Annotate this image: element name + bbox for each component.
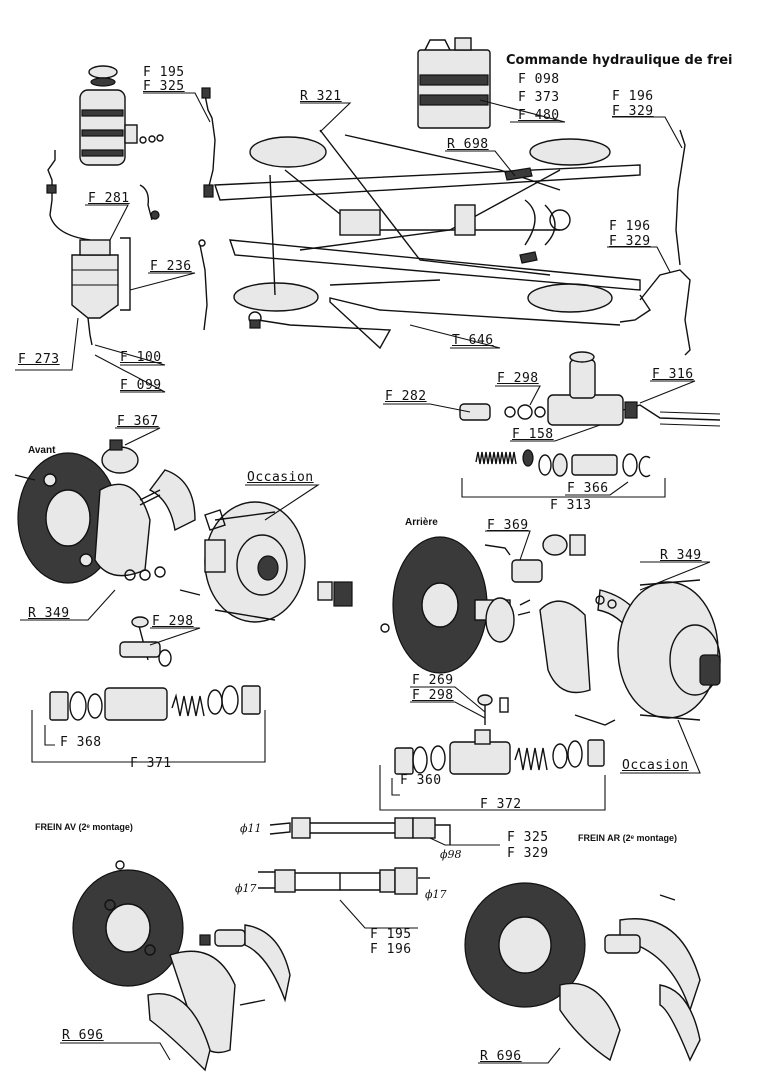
section-label-arriere: Arrière (405, 517, 438, 528)
section-label-frein-ar: FREIN AR (2ᵉ montage) (578, 833, 678, 843)
part-label-f282: F 282 (385, 389, 427, 404)
dimension-label-phi17-right: ϕ17 (425, 888, 447, 901)
part-label-f281: F 281 (88, 191, 130, 206)
part-label-f158: F 158 (512, 427, 554, 442)
part-label-f371: F 371 (130, 756, 172, 771)
master-cylinder-kit-drawing (461, 449, 666, 498)
part-label-f195-b: F 195 (370, 927, 412, 942)
chassis-frame-drawing (214, 129, 641, 313)
part-label-f329-b: F 329 (609, 234, 651, 249)
brake-hoses-drawing (258, 817, 451, 895)
leader-lines (15, 92, 711, 1064)
brake-fluid-reservoir-drawing (46, 65, 164, 241)
part-label-r696-rear: R 696 (480, 1049, 522, 1064)
part-label-f196: F 196 (612, 89, 654, 104)
part-label-f367: F 367 (117, 414, 159, 429)
part-label-r349-rear: R 349 (660, 548, 702, 563)
part-label-r349-front: R 349 (28, 606, 70, 621)
part-label-f099: F 099 (120, 378, 162, 393)
rear-wheel-cylinder-drawing (379, 694, 606, 811)
part-label-f325-b: F 325 (507, 830, 549, 845)
part-label-f298-c: F 298 (412, 688, 454, 703)
part-label-f329: F 329 (612, 104, 654, 119)
part-label-f298: F 298 (497, 371, 539, 386)
part-label-f316: F 316 (652, 367, 694, 382)
fluid-can-drawing (417, 37, 491, 129)
front-brake-assembly-drawing (14, 439, 353, 623)
part-label-f273: F 273 (18, 352, 60, 367)
part-label-f313: F 313 (550, 498, 592, 513)
part-label-r321: R 321 (300, 89, 342, 104)
part-label-f366: F 366 (567, 481, 609, 496)
brake-pipe-t646-drawing (257, 297, 621, 350)
part-label-f196-c: F 196 (370, 942, 412, 957)
rear-brake-pipe-drawing (639, 269, 691, 356)
brake-hose-drawing (204, 94, 216, 191)
part-label-f369: F 369 (487, 518, 529, 533)
rear-brake-assembly-drawing (380, 534, 721, 726)
part-label-f100: F 100 (120, 350, 162, 365)
part-label-f236: F 236 (150, 259, 192, 274)
part-label-r698: R 698 (447, 137, 489, 152)
dimension-label-phi11: ϕ11 (240, 822, 262, 835)
section-label-frein-av: FREIN AV (2ᵉ montage) (35, 822, 133, 832)
rear-brake-2nd-drawing (464, 882, 701, 1062)
part-label-f480: F 480 (518, 108, 560, 123)
reservoir-unit-drawing (71, 184, 160, 346)
part-label-occasion: Occasion (247, 470, 314, 485)
part-label-f368: F 368 (60, 735, 102, 750)
part-label-f269: F 269 (412, 673, 454, 688)
front-wheel-cylinder-drawing (31, 616, 266, 763)
part-label-f196-b: F 196 (609, 219, 651, 234)
part-label-f325: F 325 (143, 79, 185, 94)
part-label-f098: F 098 (518, 72, 560, 87)
dimension-label-phi17-left: ϕ17 (235, 882, 257, 895)
master-cylinder-drawing (459, 351, 721, 427)
part-label-f372: F 372 (480, 797, 522, 812)
part-label-f373: F 373 (518, 90, 560, 105)
part-label-f329-c: F 329 (507, 846, 549, 861)
part-label-f360: F 360 (400, 773, 442, 788)
brake-hose-drawing-2 (199, 244, 208, 331)
section-label-avant: Avant (28, 445, 56, 456)
part-label-t646: T 646 (452, 333, 494, 348)
part-label-r696-front: R 696 (62, 1028, 104, 1043)
part-label-occasion-2: Occasion (622, 758, 689, 773)
diagram-title: Commande hydraulique de frei (506, 53, 733, 68)
dimension-label-phi98: ϕ98 (440, 848, 462, 861)
front-brake-2nd-drawing (72, 860, 291, 1072)
part-label-f195: F 195 (143, 65, 185, 80)
part-label-f298-b: F 298 (152, 614, 194, 629)
